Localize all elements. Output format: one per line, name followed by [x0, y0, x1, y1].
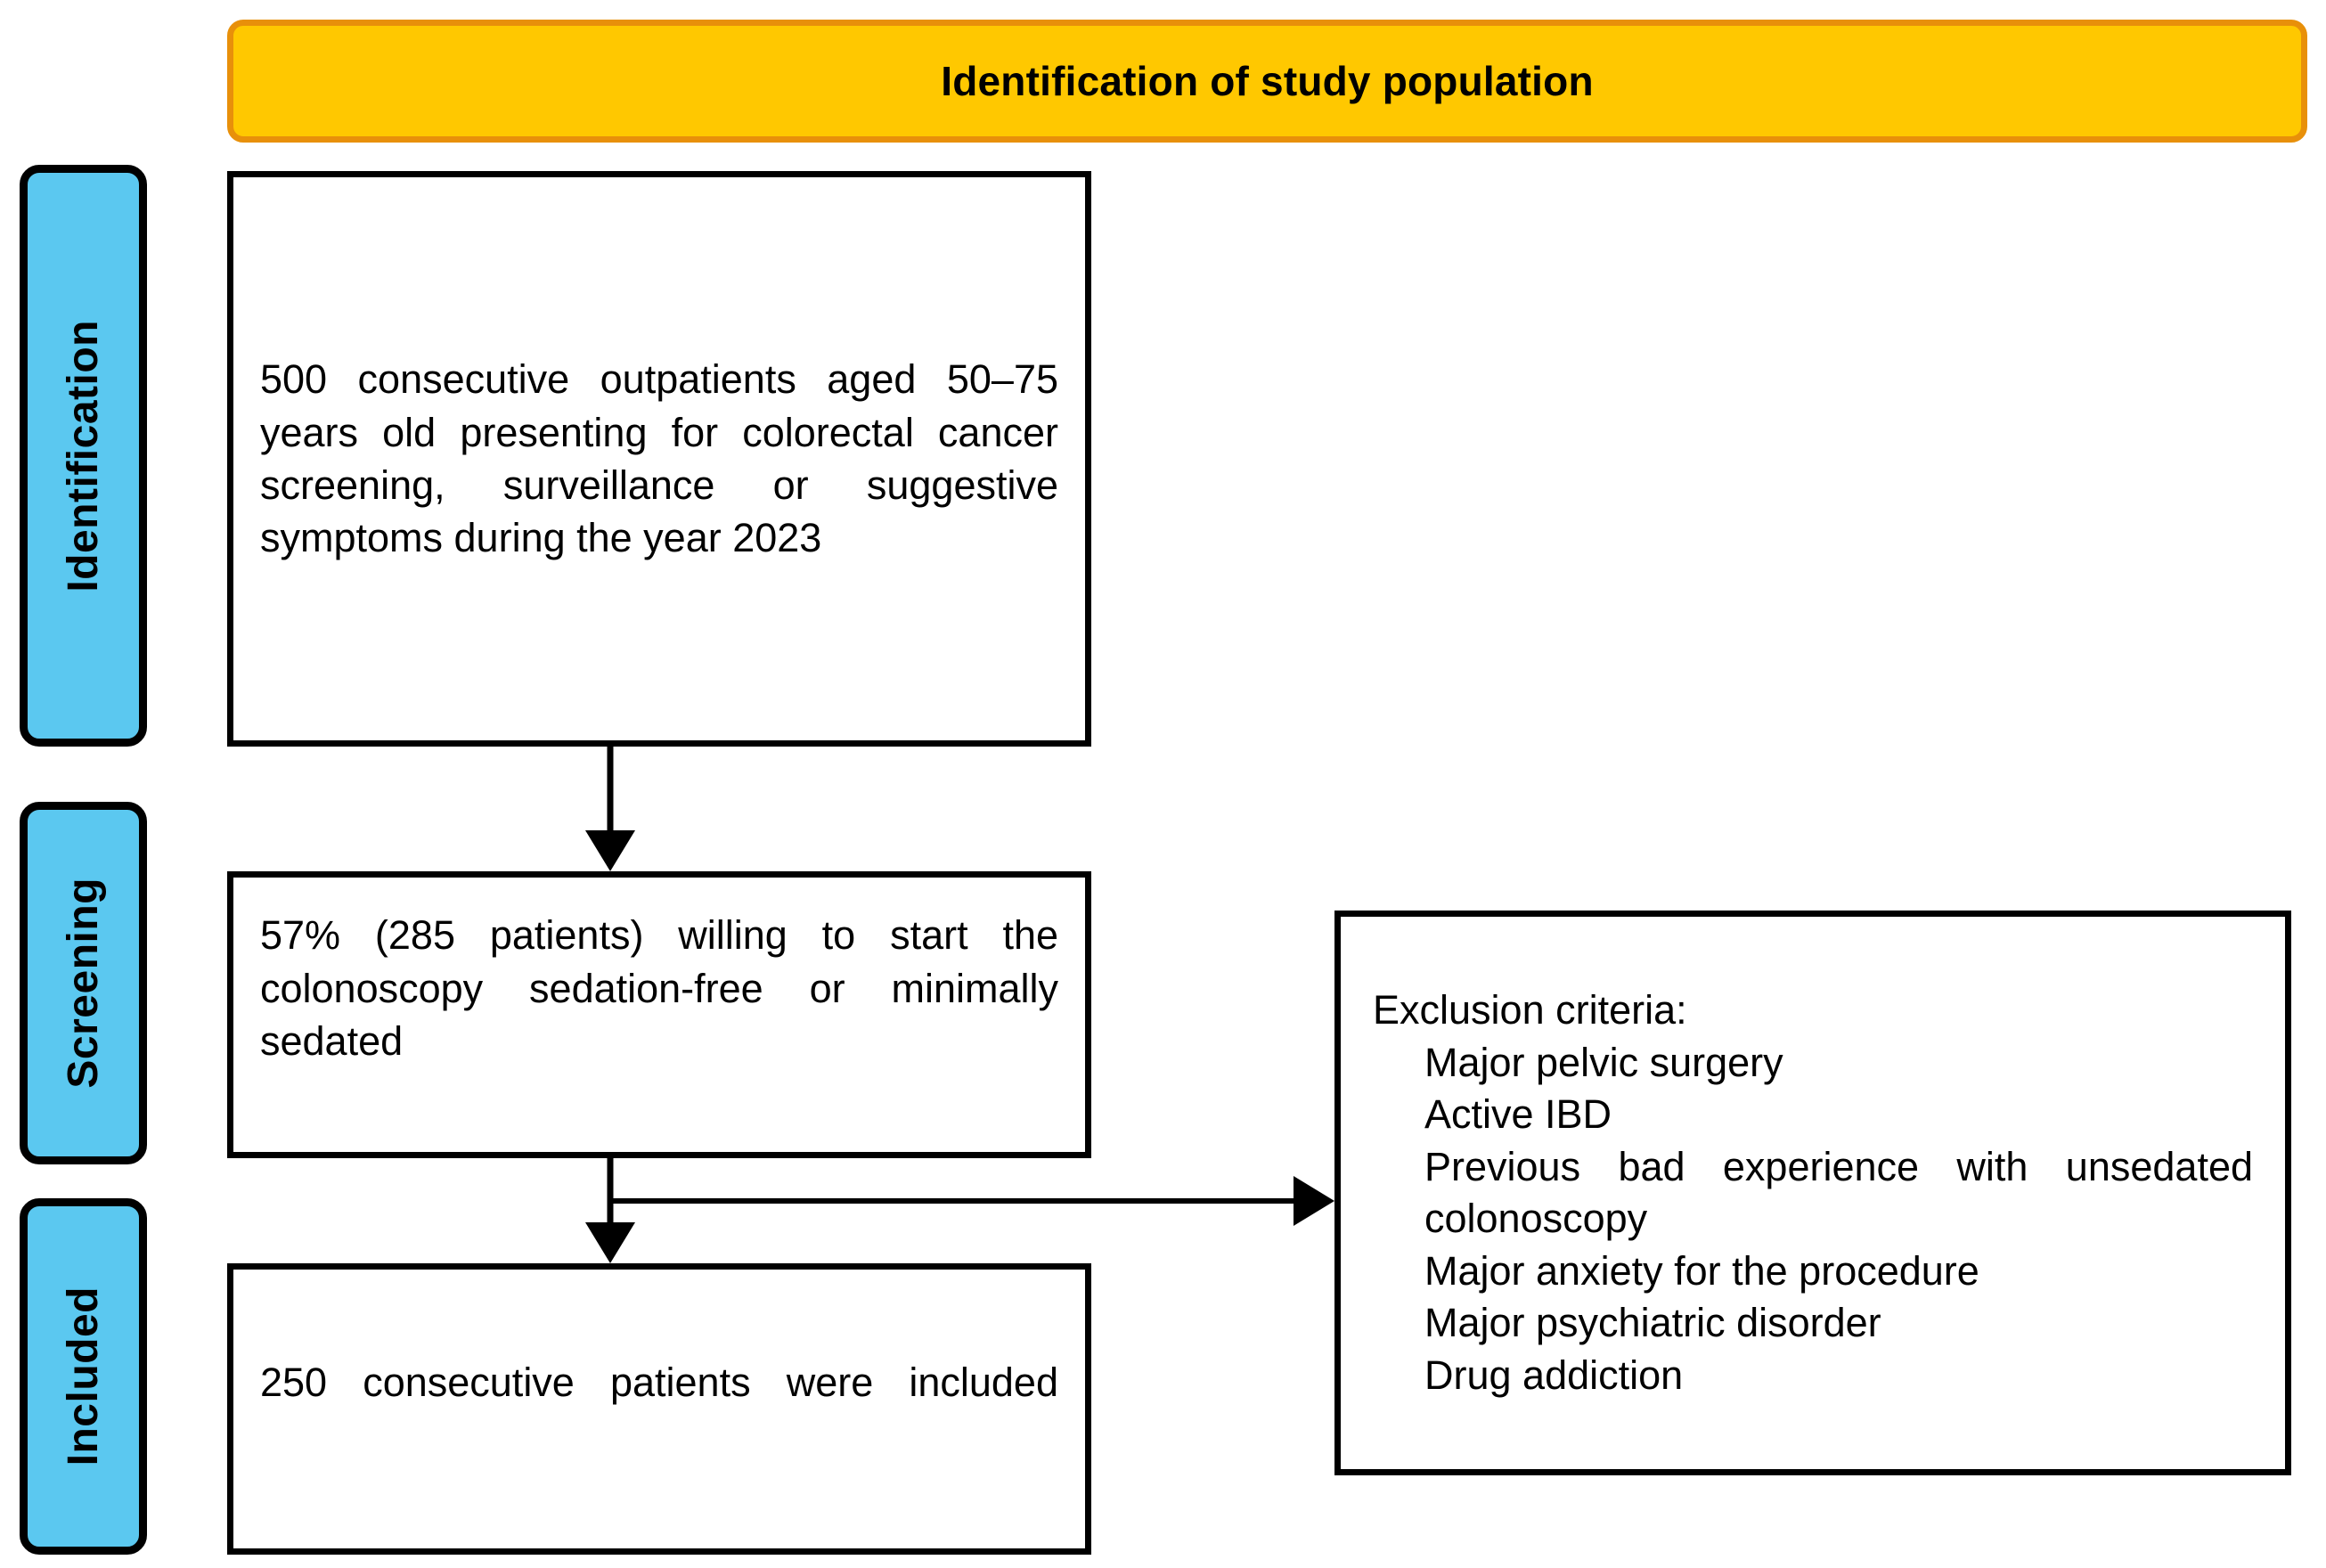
- exclusion-criteria-item: Previous bad experience with unsedated c…: [1424, 1143, 2253, 1242]
- flow-node-population: 500 consecutive outpatients aged 50–75 y…: [227, 171, 1091, 747]
- stage-tab-label: Screening: [60, 878, 107, 1089]
- exclusion-criteria-item: Major pelvic surgery: [1424, 1039, 1783, 1085]
- exclusion-criteria-title: Exclusion criteria:: [1373, 987, 1687, 1033]
- stage-tab-label: Identification: [60, 319, 107, 592]
- exclusion-criteria-item: Drug addiction: [1424, 1352, 1684, 1398]
- exclusion-criteria-item: Major anxiety for the procedure: [1424, 1247, 1979, 1294]
- exclusion-criteria-item: Major psychiatric disorder: [1424, 1300, 1881, 1345]
- flow-node-willing: 57% (285 patients) willing to start the …: [227, 871, 1091, 1158]
- stage-tab-included: Included: [20, 1198, 147, 1555]
- stage-tab-identification: Identification: [20, 165, 147, 747]
- page-header-banner: Identification of study population: [227, 20, 2307, 143]
- stage-tab-label: Included: [60, 1286, 107, 1466]
- flow-node-willing-text: 57% (285 patients) willing to start the …: [260, 912, 1058, 1064]
- flow-node-exclusion-criteria: Exclusion criteria: Major pelvic surgery…: [1334, 911, 2291, 1475]
- flow-node-population-text: 500 consecutive outpatients aged 50–75 y…: [260, 356, 1058, 561]
- arrow-willing-to-exclusion: [610, 1176, 1334, 1226]
- arrow-population-to-willing: [585, 747, 635, 871]
- arrow-willing-to-included: [585, 1158, 635, 1263]
- flow-node-included: 250 consecutive patients were included: [227, 1263, 1091, 1555]
- exclusion-criteria-item: Active IBD: [1424, 1091, 1612, 1137]
- stage-tab-screening: Screening: [20, 802, 147, 1164]
- page-title: Identification of study population: [941, 57, 1594, 104]
- flow-node-included-text: 250 consecutive patients were included: [260, 1360, 1058, 1406]
